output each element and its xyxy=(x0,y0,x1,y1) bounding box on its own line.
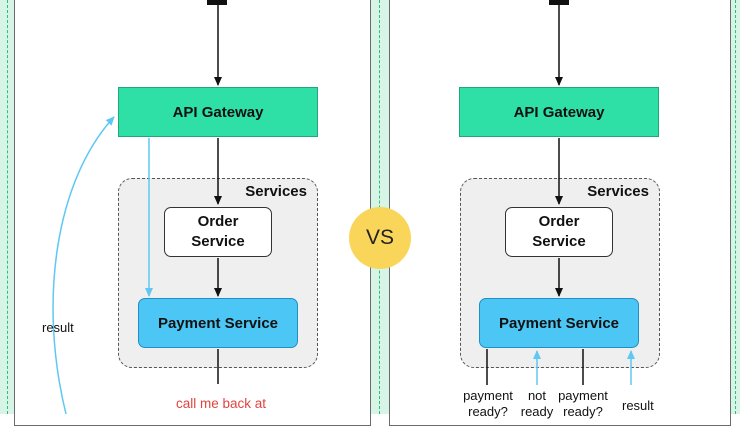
right-edge-strip xyxy=(730,0,740,414)
right-client-icon xyxy=(549,0,569,5)
left-order-service: Order Service xyxy=(164,207,272,257)
left-client-icon xyxy=(207,0,227,5)
left-callback-label: call me back at xyxy=(176,396,267,411)
right-services-label: Services xyxy=(587,183,649,200)
right-poll-label-1: payment ready? xyxy=(463,388,513,419)
right-payment-service: Payment Service xyxy=(479,298,639,348)
left-edge-strip xyxy=(0,0,14,414)
connector-lines xyxy=(52,0,635,414)
left-result-curve xyxy=(52,116,115,414)
right-poll-label-3: payment ready? xyxy=(558,388,608,419)
left-result-label: result xyxy=(42,320,74,335)
right-order-service: Order Service xyxy=(505,207,613,257)
left-services-label: Services xyxy=(245,183,307,200)
left-api-gateway: API Gateway xyxy=(118,87,318,137)
right-poll-label-4: result xyxy=(622,398,654,413)
right-api-gateway: API Gateway xyxy=(459,87,659,137)
vs-badge: VS xyxy=(349,207,411,269)
left-payment-service: Payment Service xyxy=(138,298,298,348)
